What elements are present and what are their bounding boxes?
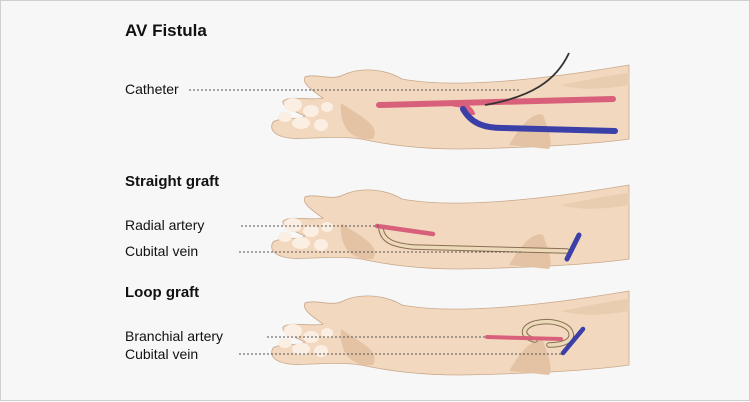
cubital-vein-label-loop: Cubital vein bbox=[125, 346, 199, 362]
fistula-anastomosis bbox=[452, 101, 476, 116]
loop-graft-title: Loop graft bbox=[125, 284, 200, 301]
radial-artery-label: Radial artery bbox=[125, 217, 205, 233]
fistula-arm bbox=[271, 64, 630, 150]
branchial-artery-label: Branchial artery bbox=[125, 328, 224, 344]
straight-graft-arm bbox=[271, 184, 630, 270]
av-fistula-title: AV Fistula bbox=[125, 21, 207, 40]
radial-artery-vessel bbox=[374, 223, 436, 237]
cubital-vein-label-straight: Cubital vein bbox=[125, 243, 199, 259]
loop-graft-vessels bbox=[485, 319, 586, 356]
straight-graft-title: Straight graft bbox=[125, 173, 220, 190]
cubital-vein-vessel bbox=[564, 232, 582, 262]
fistula-vessels bbox=[376, 52, 618, 134]
branchial-artery-vessel bbox=[485, 335, 563, 341]
fistula-vein bbox=[460, 106, 618, 134]
loop-graft-arm bbox=[271, 290, 630, 376]
catheter-tube bbox=[484, 52, 570, 106]
catheter-label: Catheter bbox=[125, 81, 179, 97]
loop-cubital-vein-vessel bbox=[560, 326, 586, 356]
straight-graft-vessels bbox=[374, 223, 582, 262]
